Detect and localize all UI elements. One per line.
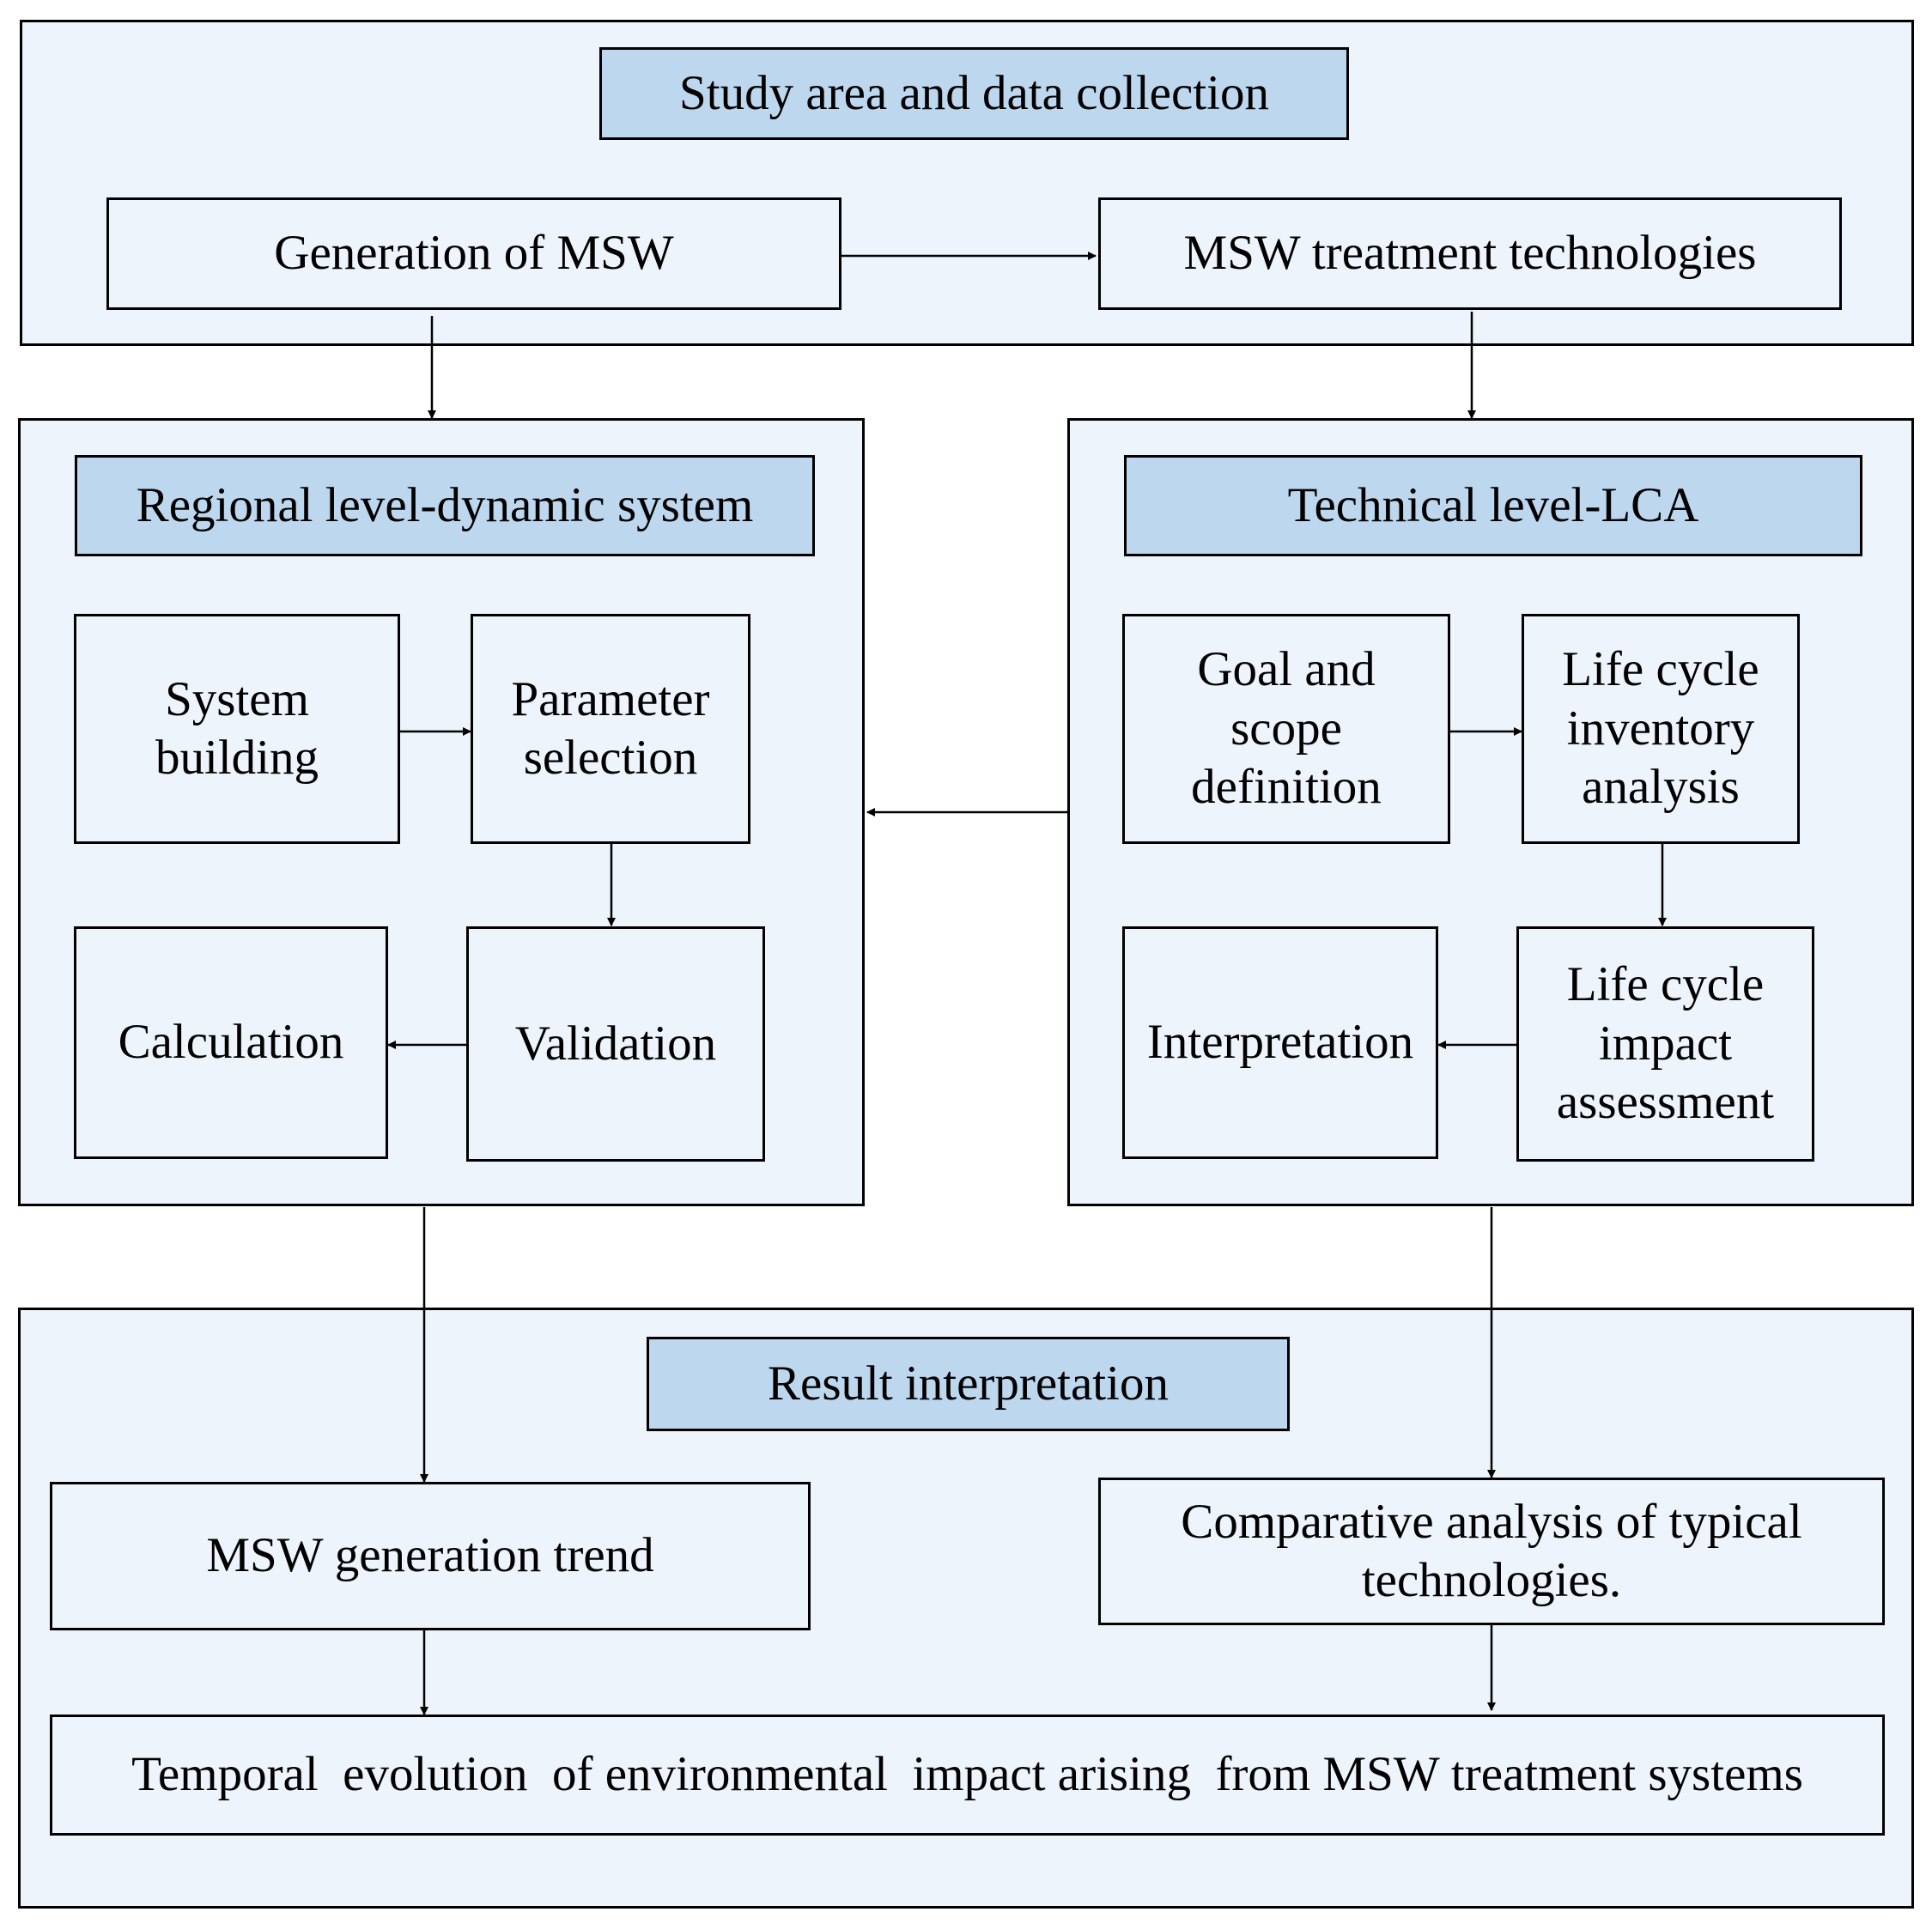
msw-generation-trend-box: MSW generation trend	[50, 1482, 811, 1630]
regional-level-header: Regional level-dynamic system	[75, 455, 815, 556]
validation-box: Validation	[466, 926, 765, 1162]
life-cycle-impact-assessment-box: Life cycle impact assessment	[1516, 926, 1814, 1162]
msw-treatment-technologies-box: MSW treatment technologies	[1098, 197, 1842, 310]
comparative-analysis-box: Comparative analysis of typical technolo…	[1098, 1478, 1885, 1625]
generation-of-msw-box: Generation of MSW	[106, 197, 841, 310]
calculation-box: Calculation	[74, 926, 388, 1159]
technical-level-header: Technical level-LCA	[1124, 455, 1862, 556]
system-building-box: System building	[74, 614, 400, 844]
temporal-evolution-box: Temporal evolution of environmental impa…	[50, 1715, 1885, 1836]
result-interpretation-header: Result interpretation	[647, 1337, 1290, 1431]
study-area-header: Study area and data collection	[599, 47, 1349, 140]
parameter-selection-box: Parameter selection	[471, 614, 750, 844]
interpretation-box: Interpretation	[1122, 926, 1438, 1159]
goal-and-scope-box: Goal and scope definition	[1122, 614, 1450, 844]
life-cycle-inventory-box: Life cycle inventory analysis	[1522, 614, 1800, 844]
